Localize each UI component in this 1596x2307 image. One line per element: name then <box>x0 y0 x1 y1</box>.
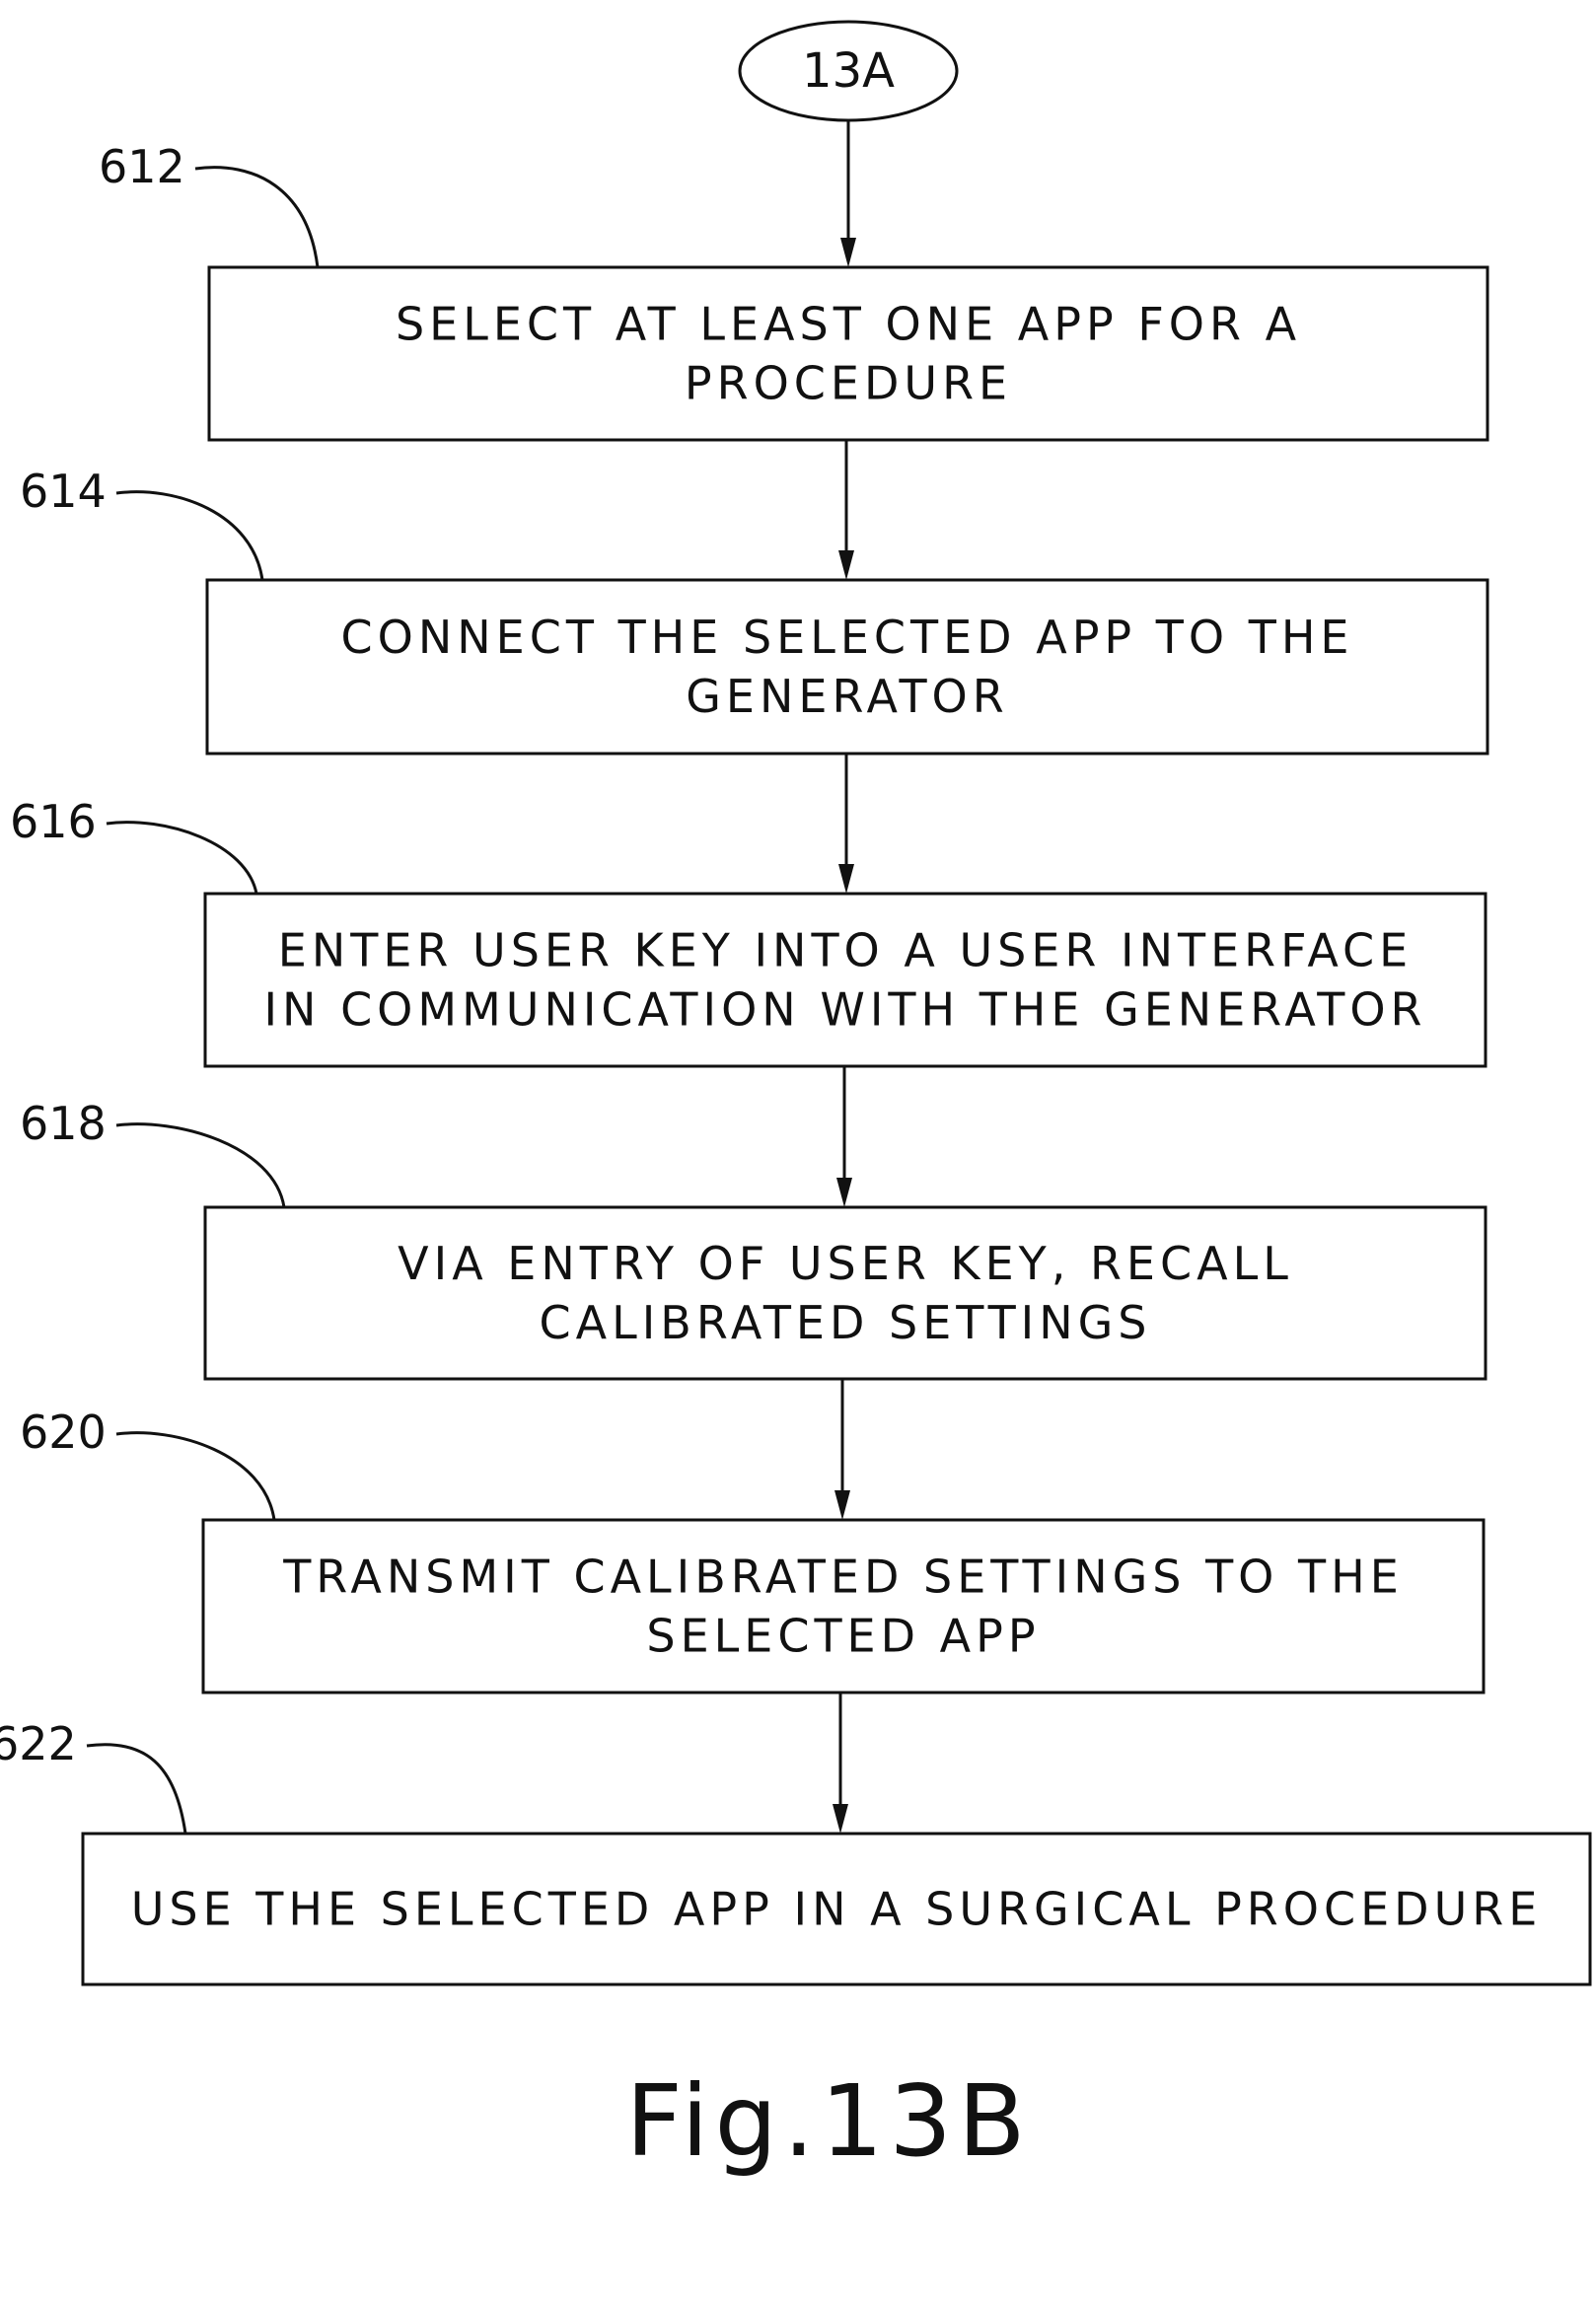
arrow-620-head <box>833 1804 848 1834</box>
start-connector-label: 13A <box>802 43 895 99</box>
step-box-618 <box>205 1207 1486 1379</box>
connector-arrow-head <box>840 238 856 267</box>
leader-line-622 <box>87 1745 185 1834</box>
ref-label-622: 622 <box>0 1717 77 1770</box>
step-box-620 <box>203 1520 1484 1693</box>
step-text-614-line-1: CONNECT THE SELECTED APP TO THE <box>341 611 1354 664</box>
step-text-620-line-2: SELECTED APP <box>646 1610 1040 1663</box>
step-text-616-line-1: ENTER USER KEY INTO A USER INTERFACE <box>278 924 1413 977</box>
step-text-620-line-1: TRANSMIT CALIBRATED SETTINGS TO THE <box>282 1550 1404 1604</box>
ref-label-614: 614 <box>20 465 107 518</box>
leader-line-612 <box>195 168 318 267</box>
arrow-616-head <box>836 1178 852 1207</box>
step-text-616-line-2: IN COMMUNICATION WITH THE GENERATOR <box>263 983 1426 1037</box>
arrow-614-head <box>838 864 854 894</box>
arrow-618-head <box>834 1490 850 1520</box>
step-box-612 <box>209 267 1487 440</box>
step-box-616 <box>205 894 1486 1066</box>
step-text-612-line-1: SELECT AT LEAST ONE APP FOR A <box>396 298 1301 351</box>
step-text-612-line-2: PROCEDURE <box>685 357 1012 410</box>
ref-label-620: 620 <box>20 1406 107 1459</box>
step-text-618-line-1: VIA ENTRY OF USER KEY, RECALL <box>398 1237 1293 1290</box>
step-text-614-line-2: GENERATOR <box>686 670 1008 723</box>
figure-caption: Fig.13B <box>625 2063 1031 2179</box>
ref-label-612: 612 <box>99 140 185 193</box>
leader-line-616 <box>107 823 256 894</box>
leader-line-620 <box>116 1433 274 1520</box>
step-box-614 <box>207 580 1487 754</box>
step-text-622-line-1: USE THE SELECTED APP IN A SURGICAL PROCE… <box>131 1883 1543 1936</box>
leader-line-614 <box>116 492 262 580</box>
ref-label-616: 616 <box>10 795 97 848</box>
flow-layer: 13A SELECT AT LEAST ONE APP FOR A PROCEDUR… <box>0 22 1590 1984</box>
step-text-618-line-2: CALIBRATED SETTINGS <box>539 1296 1151 1349</box>
leader-line-618 <box>116 1124 284 1207</box>
arrow-612-head <box>838 550 854 580</box>
ref-label-618: 618 <box>20 1097 107 1150</box>
